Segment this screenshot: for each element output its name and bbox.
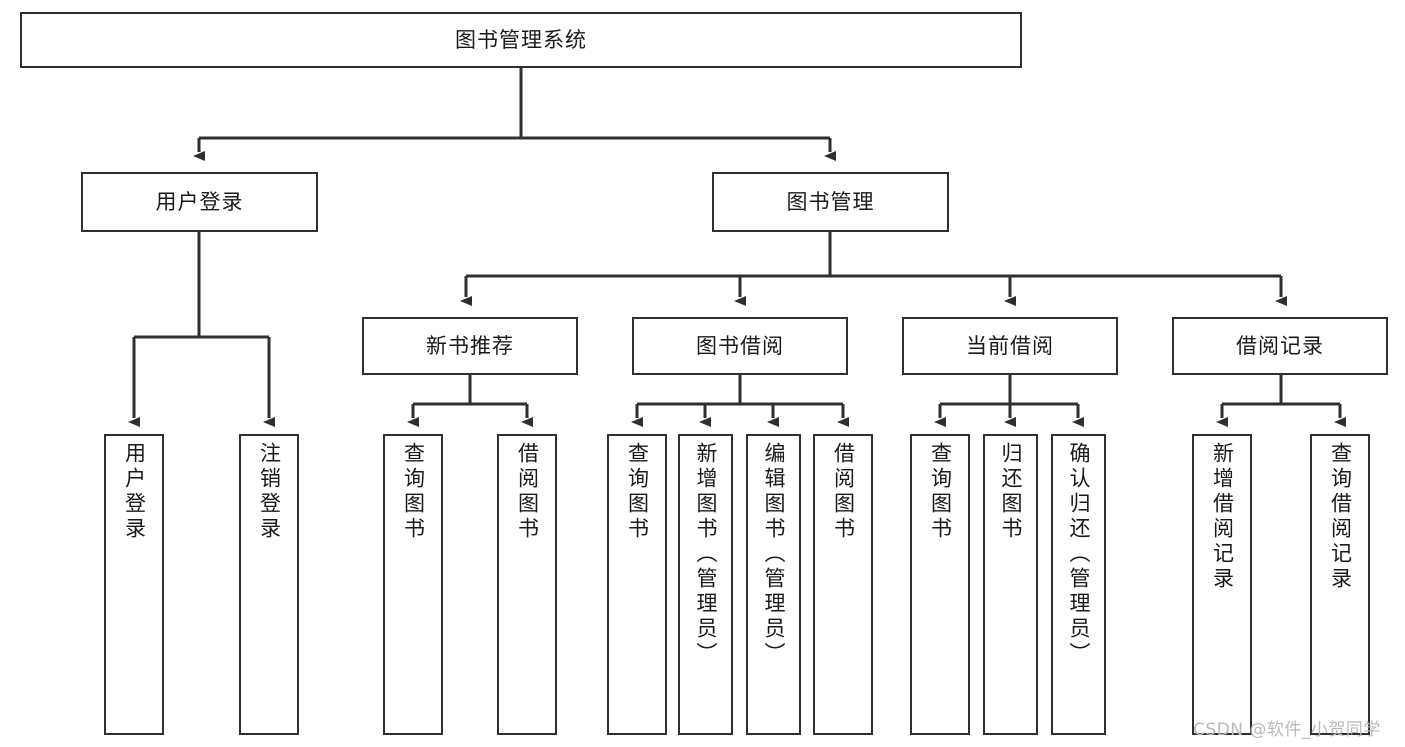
node-label: 图书管理 [786, 189, 875, 214]
node-leaf-confirm-return-admin[interactable]: 确认归还（管理员） [1051, 434, 1106, 735]
node-leaf-query-borrow-record[interactable]: 查询借阅记录 [1310, 434, 1370, 735]
node-leaf-query-book-borrow[interactable]: 查询图书 [607, 434, 667, 735]
node-label: 确认归还（管理员） [1067, 442, 1091, 667]
node-label: 查询图书 [928, 442, 953, 542]
node-leaf-borrow-book[interactable]: 借阅图书 [813, 434, 873, 735]
node-borrow-record[interactable]: 借阅记录 [1172, 317, 1388, 375]
node-label: 查询借阅记录 [1328, 442, 1353, 592]
node-leaf-user-login[interactable]: 用户登录 [104, 434, 164, 735]
node-current-borrow[interactable]: 当前借阅 [902, 317, 1118, 375]
watermark-text: CSDN @软件_小贺同学 [1193, 720, 1381, 740]
node-label: 用户登录 [155, 189, 244, 214]
node-book-management[interactable]: 图书管理 [712, 172, 949, 232]
node-leaf-query-book-recommend[interactable]: 查询图书 [383, 434, 443, 735]
node-label: 查询图书 [625, 442, 650, 542]
node-label: 借阅记录 [1236, 333, 1324, 358]
node-label: 借阅图书 [515, 442, 540, 542]
node-label: 新书推荐 [426, 333, 514, 358]
node-user-login[interactable]: 用户登录 [81, 172, 318, 232]
node-label: 图书借阅 [696, 333, 784, 358]
node-leaf-logout[interactable]: 注销登录 [239, 434, 299, 735]
node-leaf-add-borrow-record[interactable]: 新增借阅记录 [1192, 434, 1252, 735]
node-leaf-add-book-admin[interactable]: 新增图书（管理员） [678, 434, 733, 735]
node-leaf-edit-book-admin[interactable]: 编辑图书（管理员） [746, 434, 801, 735]
node-label: 当前借阅 [966, 333, 1054, 358]
node-root-book-management-system[interactable]: 图书管理系统 [20, 12, 1022, 68]
node-label: 新增借阅记录 [1210, 442, 1235, 592]
node-label: 借阅图书 [831, 442, 856, 542]
node-label: 注销登录 [257, 442, 282, 542]
node-label: 图书管理系统 [455, 27, 587, 52]
node-label: 编辑图书（管理员） [762, 442, 786, 667]
node-new-book-recommend[interactable]: 新书推荐 [362, 317, 578, 375]
node-label: 用户登录 [122, 442, 147, 542]
node-leaf-borrow-book-recommend[interactable]: 借阅图书 [497, 434, 557, 735]
node-label: 新增图书（管理员） [694, 442, 718, 667]
node-leaf-query-book-current[interactable]: 查询图书 [910, 434, 970, 735]
node-book-borrow[interactable]: 图书借阅 [632, 317, 848, 375]
node-label: 查询图书 [401, 442, 426, 542]
node-leaf-return-book[interactable]: 归还图书 [983, 434, 1038, 735]
node-label: 归还图书 [999, 442, 1023, 542]
